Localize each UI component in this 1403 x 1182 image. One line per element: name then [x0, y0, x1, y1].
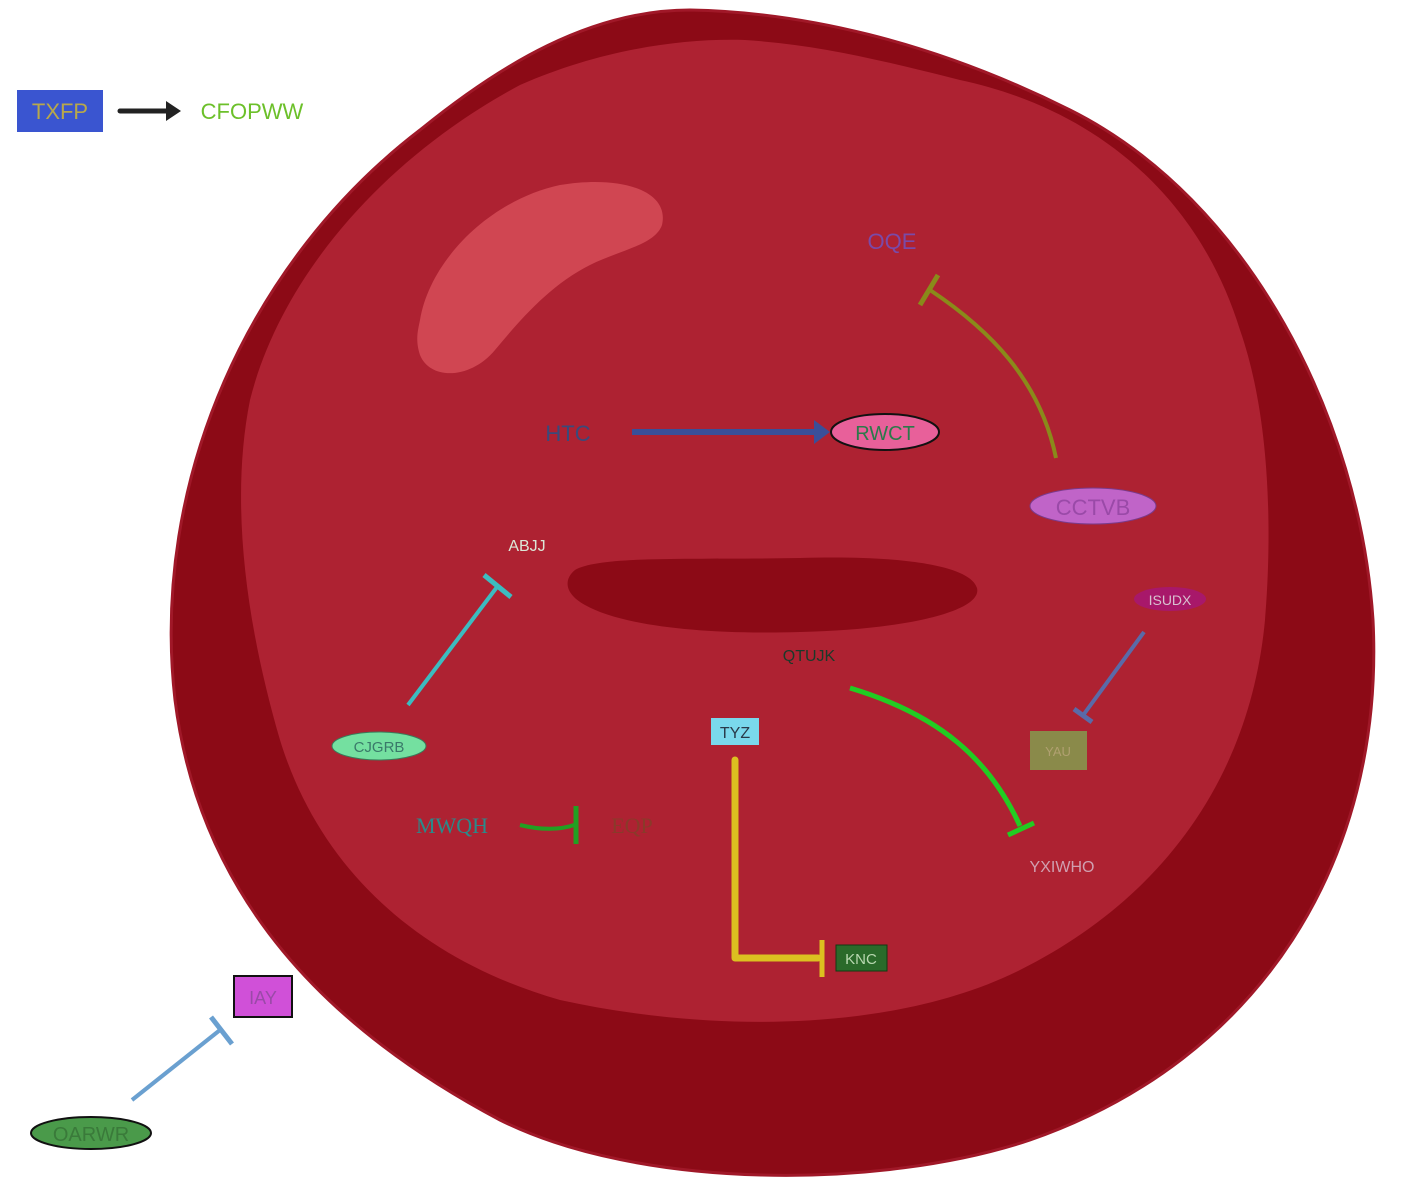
node-cctvb-shape — [1029, 487, 1157, 525]
node-knc: KNC — [845, 951, 877, 968]
node-tyz: TYZ — [720, 725, 750, 742]
node-htc: HTC — [545, 421, 590, 446]
edge-cjgrb-abjj-bar — [482, 573, 513, 599]
edge-htc-rwct-arrowhead — [814, 420, 830, 444]
legend-arrowhead — [166, 101, 181, 121]
node-cjgrb-shape — [331, 731, 427, 761]
edge-cjgrb-abjj — [406, 585, 499, 707]
edges — [130, 273, 1146, 1102]
edge-mwqh-eqp — [519, 823, 575, 831]
edge-oarwr-iay-bar — [209, 1015, 234, 1046]
node-qtujk: QTUJK — [783, 648, 836, 665]
node-eqp: EQP — [611, 813, 653, 838]
node-yau: YAU — [1045, 744, 1071, 759]
node-cjgrb: CJGRB — [354, 739, 405, 756]
nucleus — [567, 557, 978, 633]
legend-source-box — [17, 90, 103, 132]
edge-qtujk-yxiwho — [849, 685, 1023, 828]
nodes: HTC RWCT OQE CCTVB ABJJ CJGRB ISUDX YAU … — [30, 229, 1206, 1150]
edge-cctvb-oqe — [928, 288, 1058, 459]
node-isudx-shape — [1134, 587, 1206, 611]
node-isudx: ISUDX — [1149, 592, 1192, 608]
cell — [169, 8, 1376, 1177]
legend-target-label: CFOPWW — [201, 99, 304, 124]
edge-isudx-yau-bar — [1072, 706, 1094, 725]
edge-isudx-yau — [1082, 630, 1146, 716]
node-iay: IAY — [249, 988, 277, 1008]
edge-cctvb-oqe-bar — [917, 273, 941, 307]
node-rwct: RWCT — [855, 423, 915, 445]
node-oarwr: OARWR — [53, 1124, 129, 1146]
cell-highlight — [417, 181, 663, 374]
edge-qtujk-yxiwho-bar — [1006, 820, 1036, 838]
node-abjj: ABJJ — [508, 538, 545, 555]
node-yxiwho: YXIWHO — [1030, 859, 1095, 876]
node-rwct-shape — [830, 413, 940, 451]
node-iay-shape — [233, 975, 293, 1018]
node-mwqh: MWQH — [416, 813, 488, 838]
node-yau-shape — [1030, 731, 1087, 770]
legend: TXFP CFOPWW — [17, 90, 304, 132]
legend-source-label: TXFP — [32, 99, 88, 124]
node-oarwr-shape — [30, 1116, 152, 1150]
cell-cytoplasm — [241, 39, 1269, 1022]
node-oqe: OQE — [868, 229, 917, 254]
edge-tyz-knc — [731, 756, 822, 962]
node-knc-shape — [835, 944, 888, 972]
edge-oarwr-iay — [130, 1028, 222, 1102]
node-cctvb: CCTVB — [1056, 495, 1131, 520]
node-tyz-shape — [711, 718, 759, 745]
